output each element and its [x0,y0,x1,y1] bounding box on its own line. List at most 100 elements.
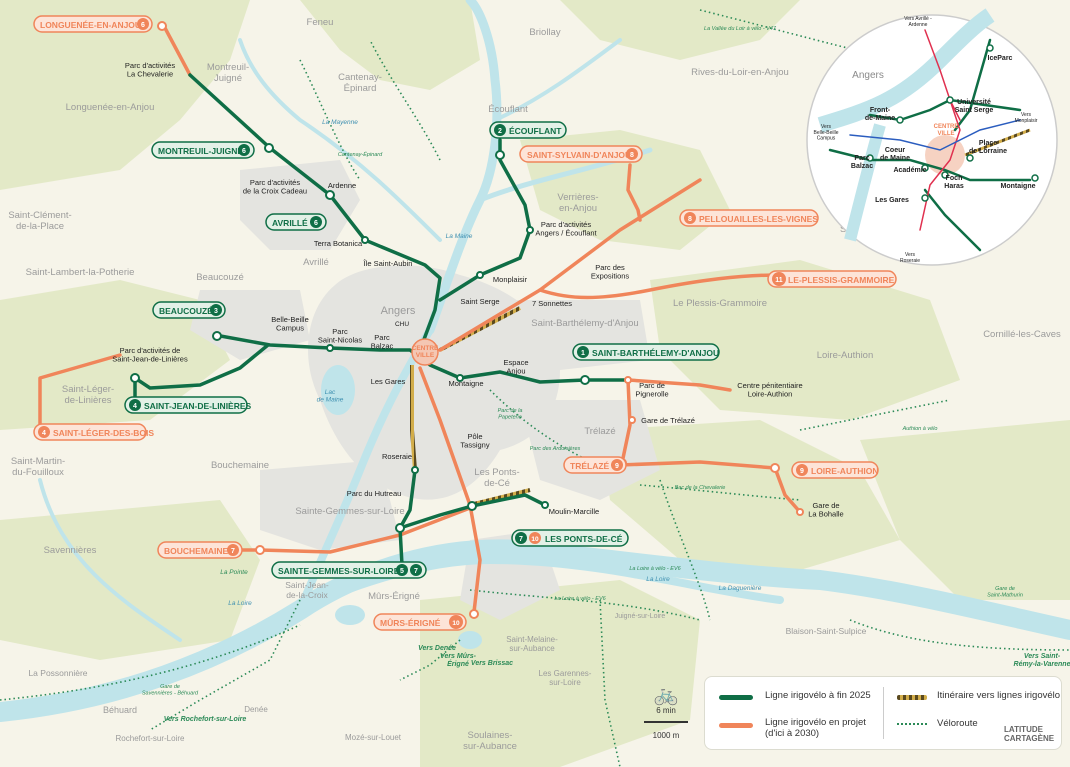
svg-text:Saint-Clément-de-la-Place: Saint-Clément-de-la-Place [8,210,71,232]
svg-text:Académie: Académie [893,167,926,174]
legend-project-swatch [719,723,753,728]
svg-text:BEAUCOUZÉ: BEAUCOUZÉ [159,306,213,316]
svg-text:Savennières: Savennières [44,545,97,556]
svg-text:Moulin-Marcille: Moulin-Marcille [549,507,599,516]
svg-text:Bac de la Chevalerie: Bac de la Chevalerie [675,485,726,491]
svg-text:BOUCHEMAINE: BOUCHEMAINE [164,546,229,556]
svg-text:Les Garennes-sur-Loire: Les Garennes-sur-Loire [539,669,592,687]
svg-text:La Loire: La Loire [228,600,252,607]
svg-text:MONTREUIL-JUIGNÉ: MONTREUIL-JUIGNÉ [158,146,243,156]
svg-text:Mûrs-Érigné: Mûrs-Érigné [368,591,420,602]
svg-text:Monplaisir: Monplaisir [493,275,528,284]
svg-text:La Vallée du Loir à vélo - V47: La Vallée du Loir à vélo - V47 [704,26,777,32]
svg-text:6: 6 [314,220,318,227]
svg-text:Écouflant: Écouflant [488,104,528,115]
bike-icon: 🚲 [653,684,679,706]
svg-text:SAINT-BARTHÉLEMY-D'ANJOU: SAINT-BARTHÉLEMY-D'ANJOU [592,348,719,358]
svg-text:Parc des Ardoisières: Parc des Ardoisières [530,446,581,452]
legend-itinerary-swatch [897,695,927,700]
scale-time: 6 min [656,706,676,715]
svg-text:SAINTE-GEMMES-SUR-LOIRE: SAINTE-GEMMES-SUR-LOIRE [278,566,400,576]
scale-distance: 1000 m [652,731,680,740]
svg-text:Les Ponts-de-Cé: Les Ponts-de-Cé [474,467,519,489]
svg-text:4: 4 [42,430,46,437]
svg-text:LOIRE-AUTHION: LOIRE-AUTHION [811,466,879,476]
ml: Montreuil-Juigné [207,62,249,84]
svg-text:5: 5 [400,568,404,575]
svg-text:La Daguenière: La Daguenière [719,585,762,592]
inset-map: Angers Vers Avrillé -Ardenne IceParc Fro… [806,8,1058,266]
svg-text:SAINT-SYLVAIN-D'ANJOU: SAINT-SYLVAIN-D'ANJOU [527,150,631,160]
svg-text:Briollay: Briollay [529,27,560,38]
svg-text:Saint-Lambert-la-Potherie: Saint-Lambert-la-Potherie [26,267,135,278]
svg-text:Vers Avrillé -Ardenne: Vers Avrillé -Ardenne [904,16,932,28]
svg-text:Le Plessis-Grammoire: Le Plessis-Grammoire [673,298,767,309]
svg-text:Saint-Barthélemy-d'Anjou: Saint-Barthélemy-d'Anjou [531,318,638,329]
svg-text:7: 7 [414,568,418,575]
svg-text:Mozé-sur-Louet: Mozé-sur-Louet [345,733,402,742]
map-scale: 🚲 6 min 1000 m [640,684,692,744]
svg-text:Gare de Trélazé: Gare de Trélazé [641,416,695,425]
svg-text:8: 8 [688,216,692,223]
svg-text:Saint-Melaine-sur-Aubance: Saint-Melaine-sur-Aubance [506,635,558,653]
svg-text:Vers Mûrs-Érigné: Vers Mûrs-Érigné [440,653,477,668]
svg-text:Saint-Jean-de-la-Croix: Saint-Jean-de-la-Croix [285,580,329,600]
svg-text:Saint-Martin-du-Fouilloux: Saint-Martin-du-Fouilloux [11,456,65,478]
svg-text:Vers Rochefort-sur-Loire: Vers Rochefort-sur-Loire [164,716,247,723]
svg-text:La Possonnière: La Possonnière [28,668,87,678]
centre-ville-hub [411,338,439,366]
svg-text:10: 10 [531,536,539,543]
svg-text:Montaigne: Montaigne [1001,183,1036,190]
svg-text:CHU: CHU [395,321,409,328]
svg-text:3: 3 [214,308,218,315]
credit-logo: LATITUDE CARTAGÈNE [1004,725,1055,743]
svg-text:MÛRS-ÉRIGNÉ: MÛRS-ÉRIGNÉ [380,617,441,628]
svg-text:Vers Saint-Rémy-la-Varenne: Vers Saint-Rémy-la-Varenne [1014,653,1070,668]
svg-text:Blaison-Saint-Sulpice: Blaison-Saint-Sulpice [786,626,867,636]
water-labels: La Maine La Loire La Mayenne La Loire La… [220,119,761,607]
svg-text:Montaigne: Montaigne [448,379,483,388]
svg-text:Avrillé: Avrillé [303,257,329,268]
svg-text:La Maine: La Maine [446,233,473,240]
svg-text:Parc du Hutreau: Parc du Hutreau [347,489,402,498]
svg-text:6: 6 [141,22,145,29]
svg-text:7: 7 [519,536,523,543]
svg-text:La Loire à vélo - EV6: La Loire à vélo - EV6 [629,566,681,572]
svg-text:Loire-Authion: Loire-Authion [817,350,874,361]
svg-text:PELLOUAILLES-LES-VIGNES: PELLOUAILLES-LES-VIGNES [699,214,818,224]
svg-text:6: 6 [242,148,246,155]
svg-text:Les Gares: Les Gares [875,197,909,204]
svg-text:La Mayenne: La Mayenne [322,119,358,126]
svg-text:LE-PLESSIS-GRAMMOIRE: LE-PLESSIS-GRAMMOIRE [788,275,895,285]
svg-text:Cantenay-Épinard: Cantenay-Épinard [338,72,382,94]
svg-text:Cornillé-les-Caves: Cornillé-les-Caves [983,329,1061,340]
svg-text:Angers: Angers [381,305,416,317]
svg-text:7 Sonnettes: 7 Sonnettes [532,299,572,308]
svg-text:Longuenée-en-Anjou: Longuenée-en-Anjou [66,102,155,113]
svg-text:Rives-du-Loir-en-Anjou: Rives-du-Loir-en-Anjou [691,67,789,78]
svg-text:La Pointe: La Pointe [220,569,248,576]
